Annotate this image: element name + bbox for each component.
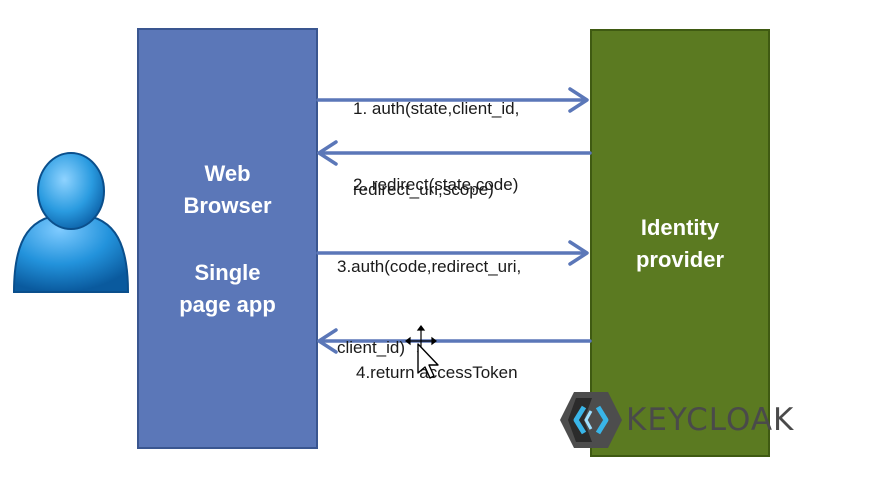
message-3-line2: client_id) bbox=[337, 338, 406, 357]
keycloak-logo-icon bbox=[560, 392, 622, 448]
message-4-line1: 4.return accessToken bbox=[356, 363, 518, 382]
identity-provider-title: Identity provider bbox=[592, 212, 768, 276]
message-3-line1: 3.auth(code,redirect_uri, bbox=[337, 257, 522, 276]
browser-subtitle-line1: Single bbox=[194, 260, 261, 285]
message-1-line1: 1. auth(state,client_id, bbox=[353, 99, 520, 118]
idp-title-line2: provider bbox=[635, 247, 725, 272]
message-4-label: 4.return accessToken bbox=[356, 305, 518, 440]
message-1-line2: redirect_uri,scope) bbox=[353, 180, 494, 199]
idp-title-line1: Identity bbox=[640, 215, 720, 240]
message-2-line1: 2. redirect(state,code) bbox=[353, 175, 519, 194]
browser-title-line1: Web bbox=[204, 161, 251, 186]
browser-title: Web Browser bbox=[139, 158, 316, 222]
keycloak-logo: KEYCLOAK bbox=[558, 390, 838, 450]
keycloak-logo-text: KEYCLOAK bbox=[626, 402, 795, 438]
identity-provider-box: Identity provider bbox=[590, 29, 770, 457]
message-1-label: 1. auth(state,client_id, redirect_uri,sc… bbox=[353, 41, 519, 257]
message-3-label: 3.auth(code,redirect_uri, client_id) bbox=[337, 199, 521, 415]
web-browser-box: Web Browser Single page app bbox=[137, 28, 318, 449]
browser-subtitle: Single page app bbox=[139, 257, 316, 321]
message-2-label: 2. redirect(state,code) bbox=[353, 117, 518, 252]
browser-title-line2: Browser bbox=[183, 193, 272, 218]
browser-subtitle-line2: page app bbox=[179, 292, 276, 317]
